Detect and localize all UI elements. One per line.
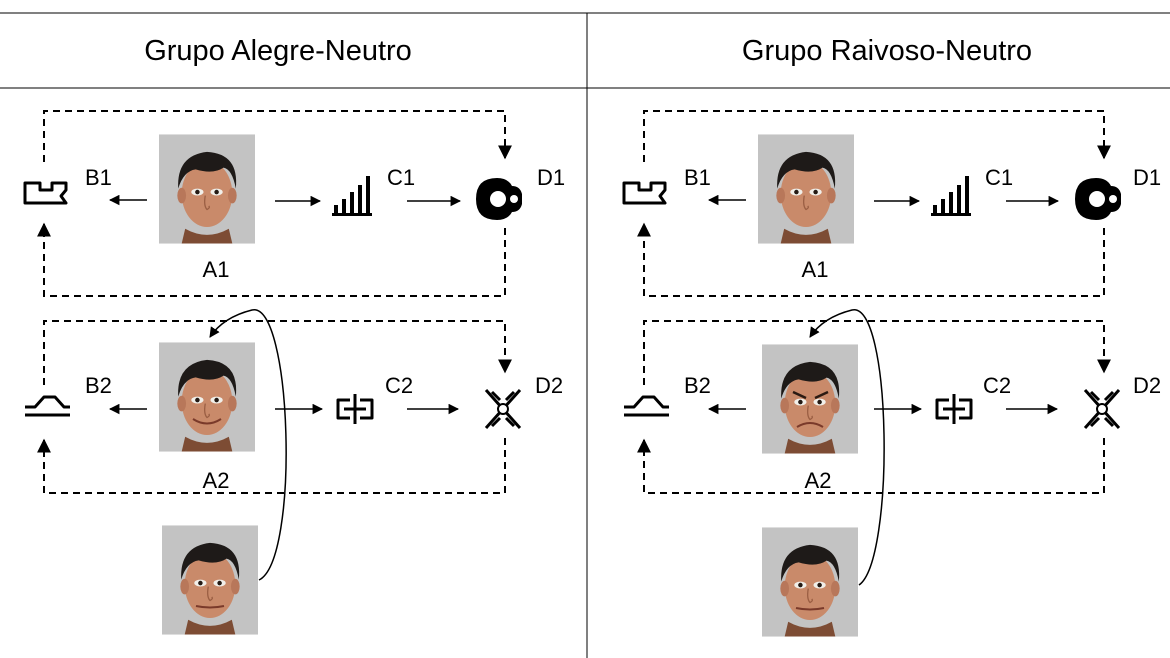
probe-to-a2-curved-arrow (809, 309, 885, 586)
right-group-title: Grupo Raivoso-Neutro (742, 35, 1032, 67)
face-a1-neutral (758, 133, 854, 245)
face-a1-neutral (159, 133, 255, 245)
label-c2: C2 (385, 373, 413, 398)
stimulus-c2-icon (935, 394, 973, 424)
face-a2-angry (762, 343, 858, 455)
face-probe-neutral (162, 524, 258, 636)
label-a2: A2 (203, 468, 230, 493)
label-d1: D1 (1133, 165, 1161, 190)
stimulus-d1-icon (1075, 178, 1121, 220)
angry-brows (792, 390, 829, 400)
stimulus-c1-icon (931, 176, 971, 216)
stimulus-d2-icon (484, 388, 522, 430)
label-b1: B1 (85, 165, 112, 190)
label-d2: D2 (535, 373, 563, 398)
d1-to-b1-dashed-connector (37, 222, 506, 297)
d2-to-b2-dashed-connector (637, 438, 1105, 494)
neutral-mouth (795, 607, 825, 611)
label-c2: C2 (983, 373, 1011, 398)
label-b2: B2 (684, 373, 711, 398)
d2-to-b2-dashed-connector (37, 438, 506, 494)
label-a1: A1 (802, 257, 829, 282)
left-group-title: Grupo Alegre-Neutro (144, 35, 412, 67)
stimulus-d1-icon (476, 178, 522, 220)
stimulus-c1-icon (332, 176, 372, 216)
face-probe-neutral (762, 526, 858, 638)
label-a2: A2 (805, 468, 832, 493)
d1-to-b1-dashed-connector (637, 222, 1105, 297)
b1-to-d1-dashed-connector (643, 110, 1111, 162)
panel-raivoso-neutro: A1 B1 C1 D1 A2 (622, 110, 1161, 638)
probe-to-a2-curved-arrow (209, 309, 287, 581)
neutral-mouth (195, 605, 225, 609)
stimulus-b2-icon (25, 395, 70, 417)
b1-to-d1-dashed-connector (43, 110, 512, 162)
label-d1: D1 (537, 165, 565, 190)
face-a2-happy (159, 341, 255, 453)
label-c1: C1 (985, 165, 1013, 190)
angry-mouth (796, 422, 824, 428)
label-d2: D2 (1133, 373, 1161, 398)
stimulus-b1-icon (622, 181, 667, 205)
happy-mouth (192, 418, 222, 425)
b2-to-d2-dashed-connector (643, 320, 1111, 385)
stimulus-d2-icon (1083, 388, 1121, 430)
stimulus-b2-icon (624, 395, 669, 417)
label-b1: B1 (684, 165, 711, 190)
label-a1: A1 (203, 257, 230, 282)
b2-to-d2-dashed-connector (43, 320, 512, 385)
label-b2: B2 (85, 373, 112, 398)
panel-alegre-neutro: A1 B1 C1 D1 A2 (23, 110, 565, 636)
label-c1: C1 (387, 165, 415, 190)
stimulus-b1-icon (23, 181, 68, 205)
stimulus-c2-icon (336, 394, 374, 424)
